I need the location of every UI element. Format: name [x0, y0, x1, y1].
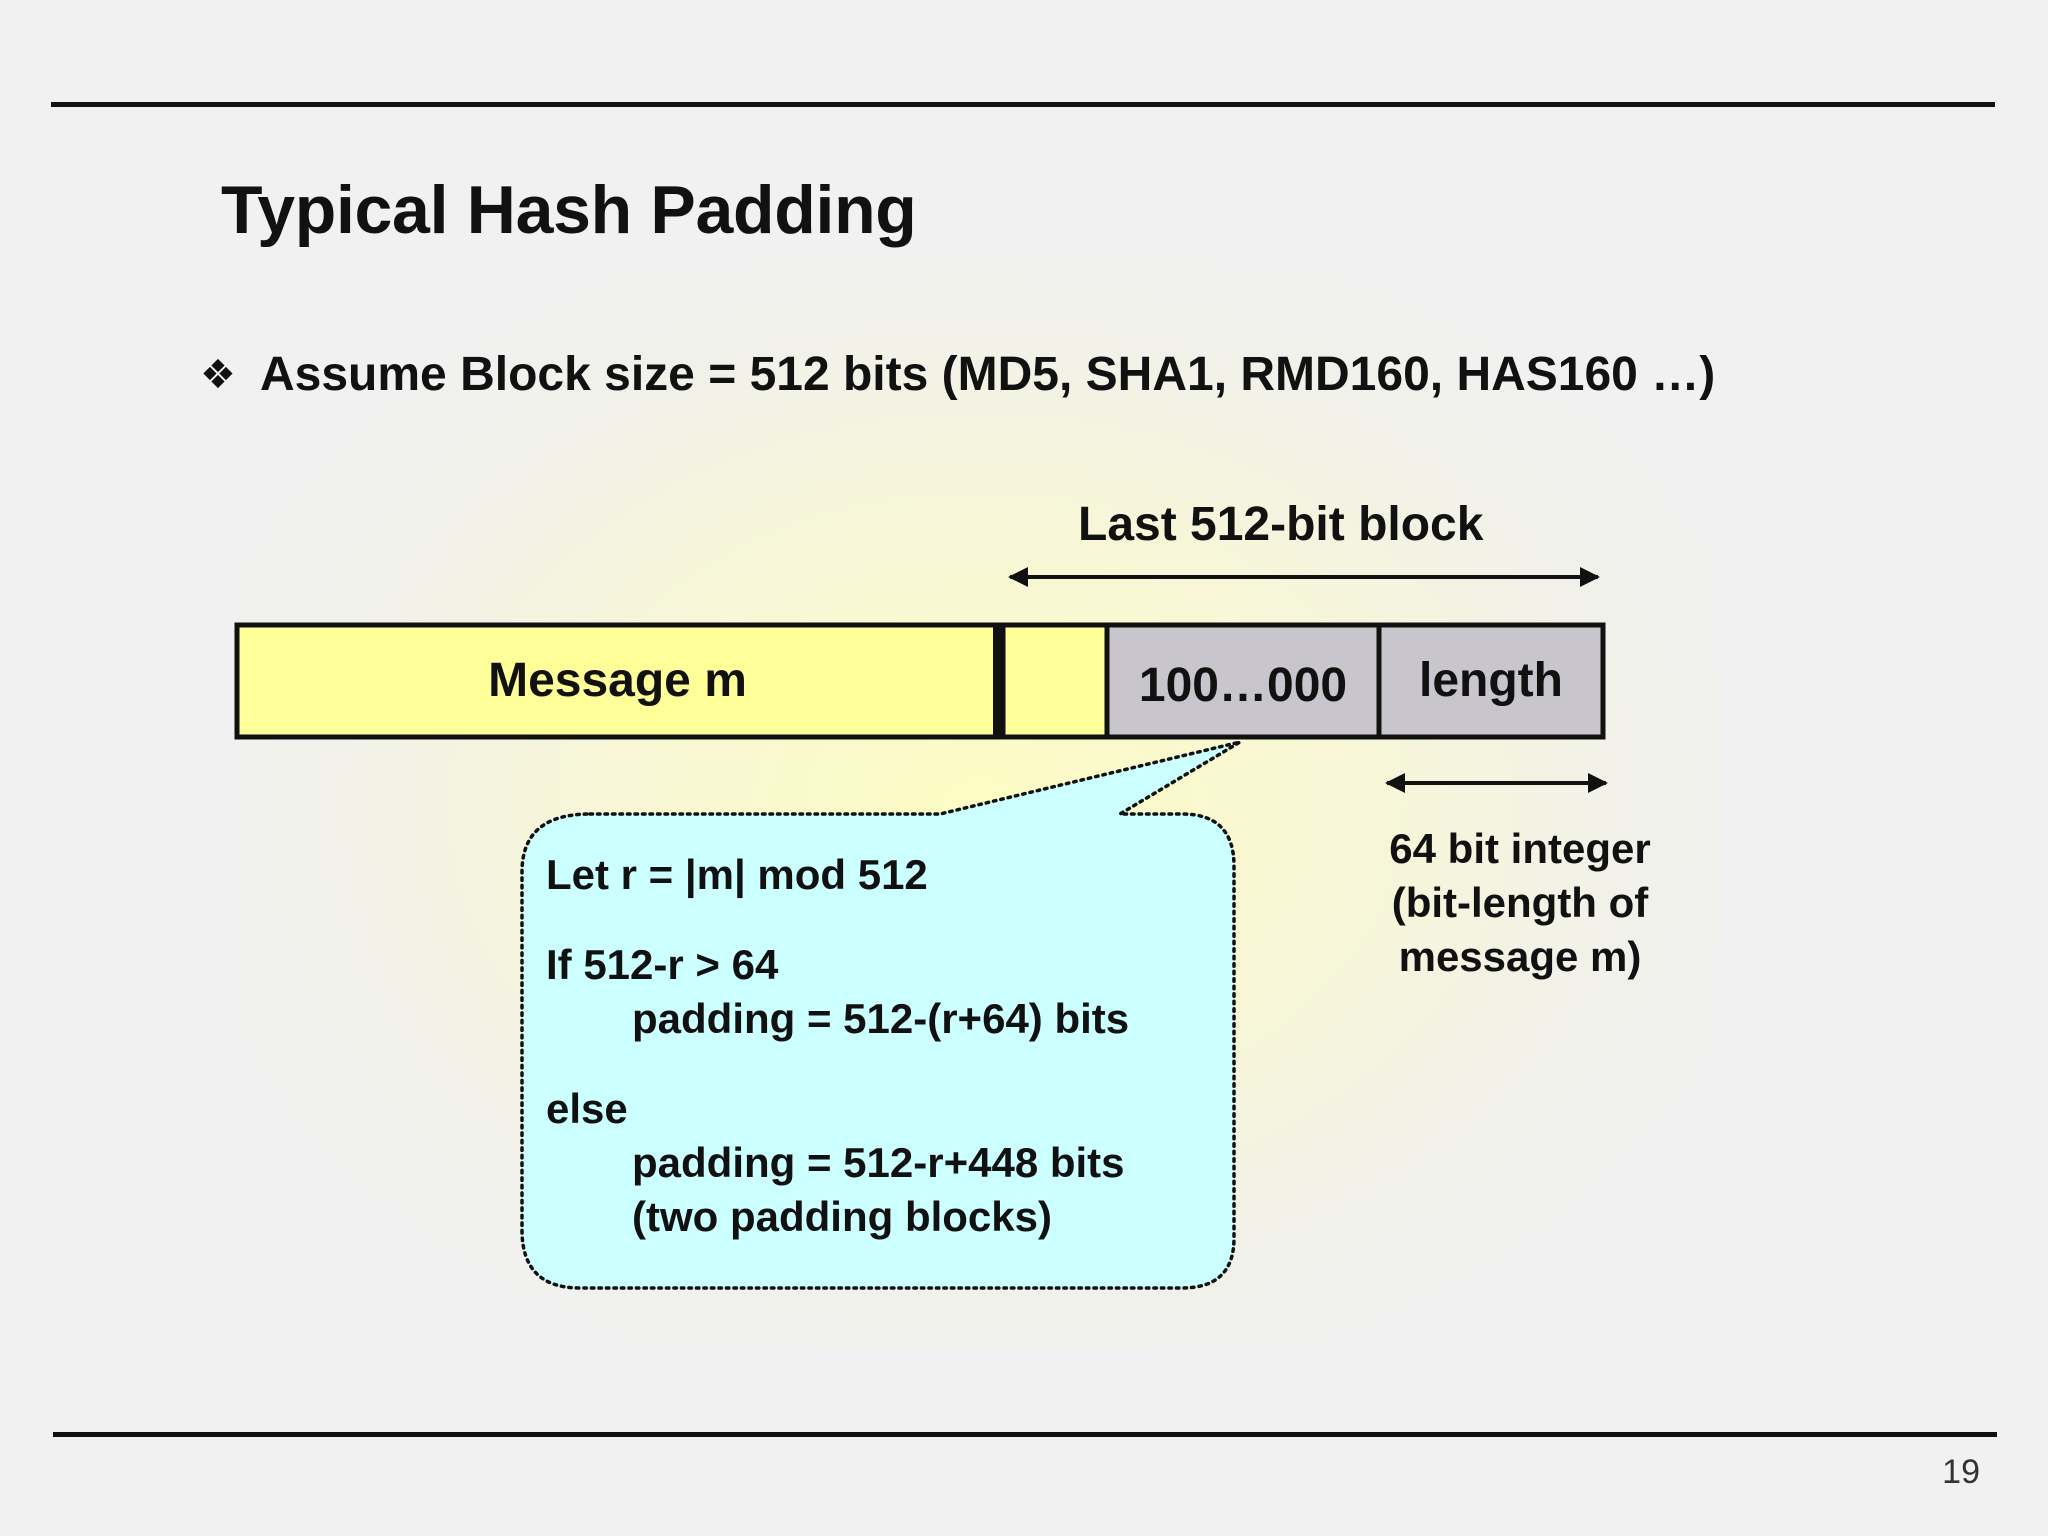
callout-line: If 512-r > 64 [546, 941, 779, 988]
length-note-line: message m) [1398, 933, 1642, 980]
partial-block [1000, 622, 1110, 740]
message-label: Message m [488, 654, 747, 707]
bullet-text: Assume Block size = 512 bits (MD5, SHA1,… [260, 348, 1716, 401]
last-block-label: Last 512-bit block [1078, 498, 1484, 551]
callout-bubble [520, 740, 1242, 1290]
padding-bits-label: 100…000 [1138, 659, 1348, 712]
length-block [1376, 622, 1606, 740]
padding-bits-block [1104, 622, 1382, 740]
length-label: length [1419, 654, 1563, 707]
callout-text: Let r = |m| mod 512 If 512-r > 64 paddin… [546, 848, 1129, 1244]
callout-line: Let r = |m| mod 512 [546, 851, 928, 898]
callout-line: padding = 512-r+448 bits [632, 1139, 1125, 1186]
page-number: 19 [1942, 1453, 1980, 1491]
slide-title: Typical Hash Padding [221, 172, 917, 248]
bottom-rule [53, 1432, 1997, 1437]
message-block [234, 622, 1001, 740]
callout-line: else [546, 1085, 628, 1132]
callout-line: padding = 512-(r+64) bits [632, 995, 1130, 1042]
length-note-line: (bit-length of [1391, 879, 1649, 926]
length-note: 64 bit integer (bit-length of message m) [1360, 822, 1680, 984]
bullet-item: ❖ Assume Block size = 512 bits (MD5, SHA1… [200, 345, 1715, 405]
diamond-bullet-icon: ❖ [200, 353, 236, 397]
top-rule [51, 102, 1995, 107]
length-note-line: 64 bit integer [1389, 825, 1651, 872]
callout-line: (two padding blocks) [632, 1193, 1052, 1240]
